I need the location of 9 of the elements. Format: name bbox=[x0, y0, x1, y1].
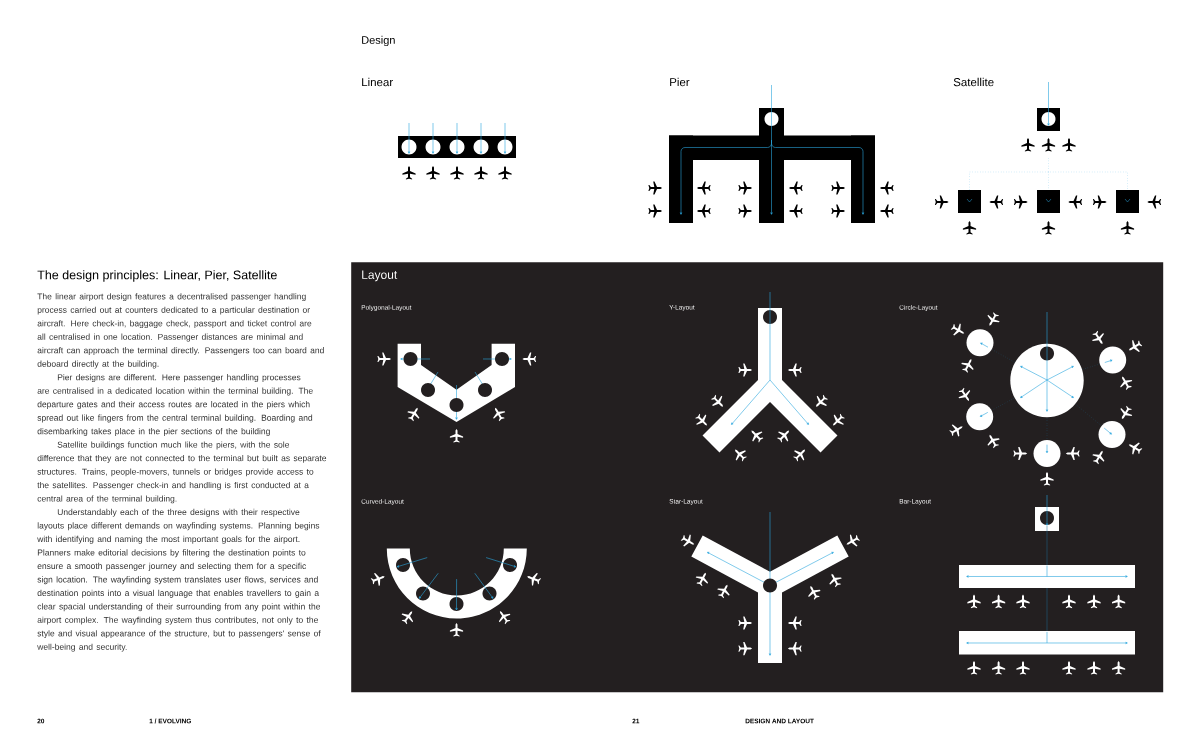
section-heading: Pier bbox=[670, 77, 690, 87]
body-paragraph: Understandably each of the three designs with their respective layouts place different demands on wayfinding systems. Planning begins with identifying and naming the most important goals for the airport. Planners make editorial decisions by filtering the destination points to ensure a smooth passenger journey and selecting them for a specific sign location. The wayfinding system translates user flows, services and destination points into a visual language that enables travellers to gain a clear spacial understanding of their surrounding from any point within the airport complex. The wayfinding system thus contributes, not only to the style and visual appearance of the structure, but to passengers' sense of well-being and security. bbox=[37, 508, 321, 652]
body-paragraph: The linear airport design features a decentralised passenger handling process carried out at counters dedicated to a particular destination or aircraft. Here check-in, baggage check, passport and ticket control are all centralised in one location. Passenger distances are minimal and aircraft can approach the terminal directly. Passengers too can board and deboard directly at the building. bbox=[37, 293, 324, 369]
section-heading: Linear bbox=[362, 77, 393, 87]
page-heading: The design principles: Linear, Pier, Satellite bbox=[37, 270, 277, 282]
section-heading: Satellite bbox=[953, 77, 994, 87]
body-paragraph: Satellite buildings function much like the piers, with the sole difference that they are not connected to the terminal but built as separate structures. Trains, people-movers, tunnels or bridges provide access to the satellites. Passenger check-in and handling is first conducted at a central area of the terminal building. bbox=[37, 441, 327, 504]
body-paragraph: Pier designs are different. Here passenger handling processes are centralised in a dedicated location within the terminal building. The departure gates and their access routes are located in the piers which spread out like fingers from the central terminal building. Boarding and disembarking takes place in the pier sections of the building bbox=[37, 374, 313, 436]
section-heading: Design bbox=[362, 35, 395, 47]
